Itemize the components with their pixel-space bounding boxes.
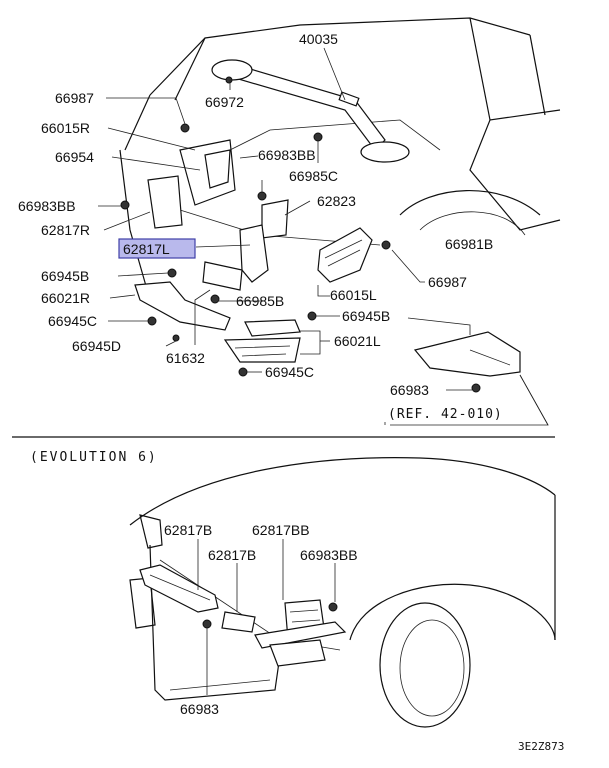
evolution-heading: (EVOLUTION 6) [30, 450, 158, 465]
engine-bay-drawing [119, 17, 561, 393]
label-62823: 62823 [317, 193, 356, 209]
label-66983: 66983 [180, 701, 219, 717]
label-66945B-b: 66945B [342, 308, 390, 324]
label-62817L-highlight [118, 238, 196, 259]
label-66981B: 66981B [445, 236, 493, 252]
label-66945D: 66945D [72, 338, 121, 354]
diagram-code: 3E2Z873 [518, 740, 564, 753]
label-40035: 40035 [299, 31, 338, 47]
label-62817L: 62817L [123, 241, 170, 257]
label-66972: 66972 [205, 94, 244, 110]
label-66983-a: 66983 [390, 382, 429, 398]
label-66987-top: 66987 [55, 90, 94, 106]
label-66015L: 66015L [330, 287, 377, 303]
label-66015R: 66015R [41, 120, 90, 136]
label-66985B: 66985B [236, 293, 284, 309]
label-62817B-a: 62817B [164, 522, 212, 538]
label-66985C: 66985C [289, 168, 338, 184]
label-62817B-b: 62817B [208, 547, 256, 563]
label-61632: 61632 [166, 350, 205, 366]
callouts-upper: 40035 66987 66972 66015R 66954 66983BB 6… [18, 31, 503, 422]
label-62817BB: 62817BB [252, 522, 310, 538]
label-66983BB-b: 66983BB [18, 198, 76, 214]
label-62817R: 62817R [41, 222, 90, 238]
leader-lines-upper [98, 47, 549, 426]
label-66983BB-a: 66983BB [258, 147, 316, 163]
leader-lines-lower [197, 539, 336, 695]
label-66021R: 66021R [41, 290, 90, 306]
label-66945B-a: 66945B [41, 268, 89, 284]
label-ref-42-010: (REF. 42-010) [388, 407, 503, 422]
evolution-drawing [129, 457, 556, 728]
label-66021L: 66021L [334, 333, 381, 349]
label-66945C-b: 66945C [265, 364, 314, 380]
label-66954: 66954 [55, 149, 94, 165]
callouts-lower: 62817B 62817BB 62817B 66983BB 66983 [164, 522, 358, 717]
label-66945C-a: 66945C [48, 313, 97, 329]
label-66983BB: 66983BB [300, 547, 358, 563]
label-66987-right: 66987 [428, 274, 467, 290]
